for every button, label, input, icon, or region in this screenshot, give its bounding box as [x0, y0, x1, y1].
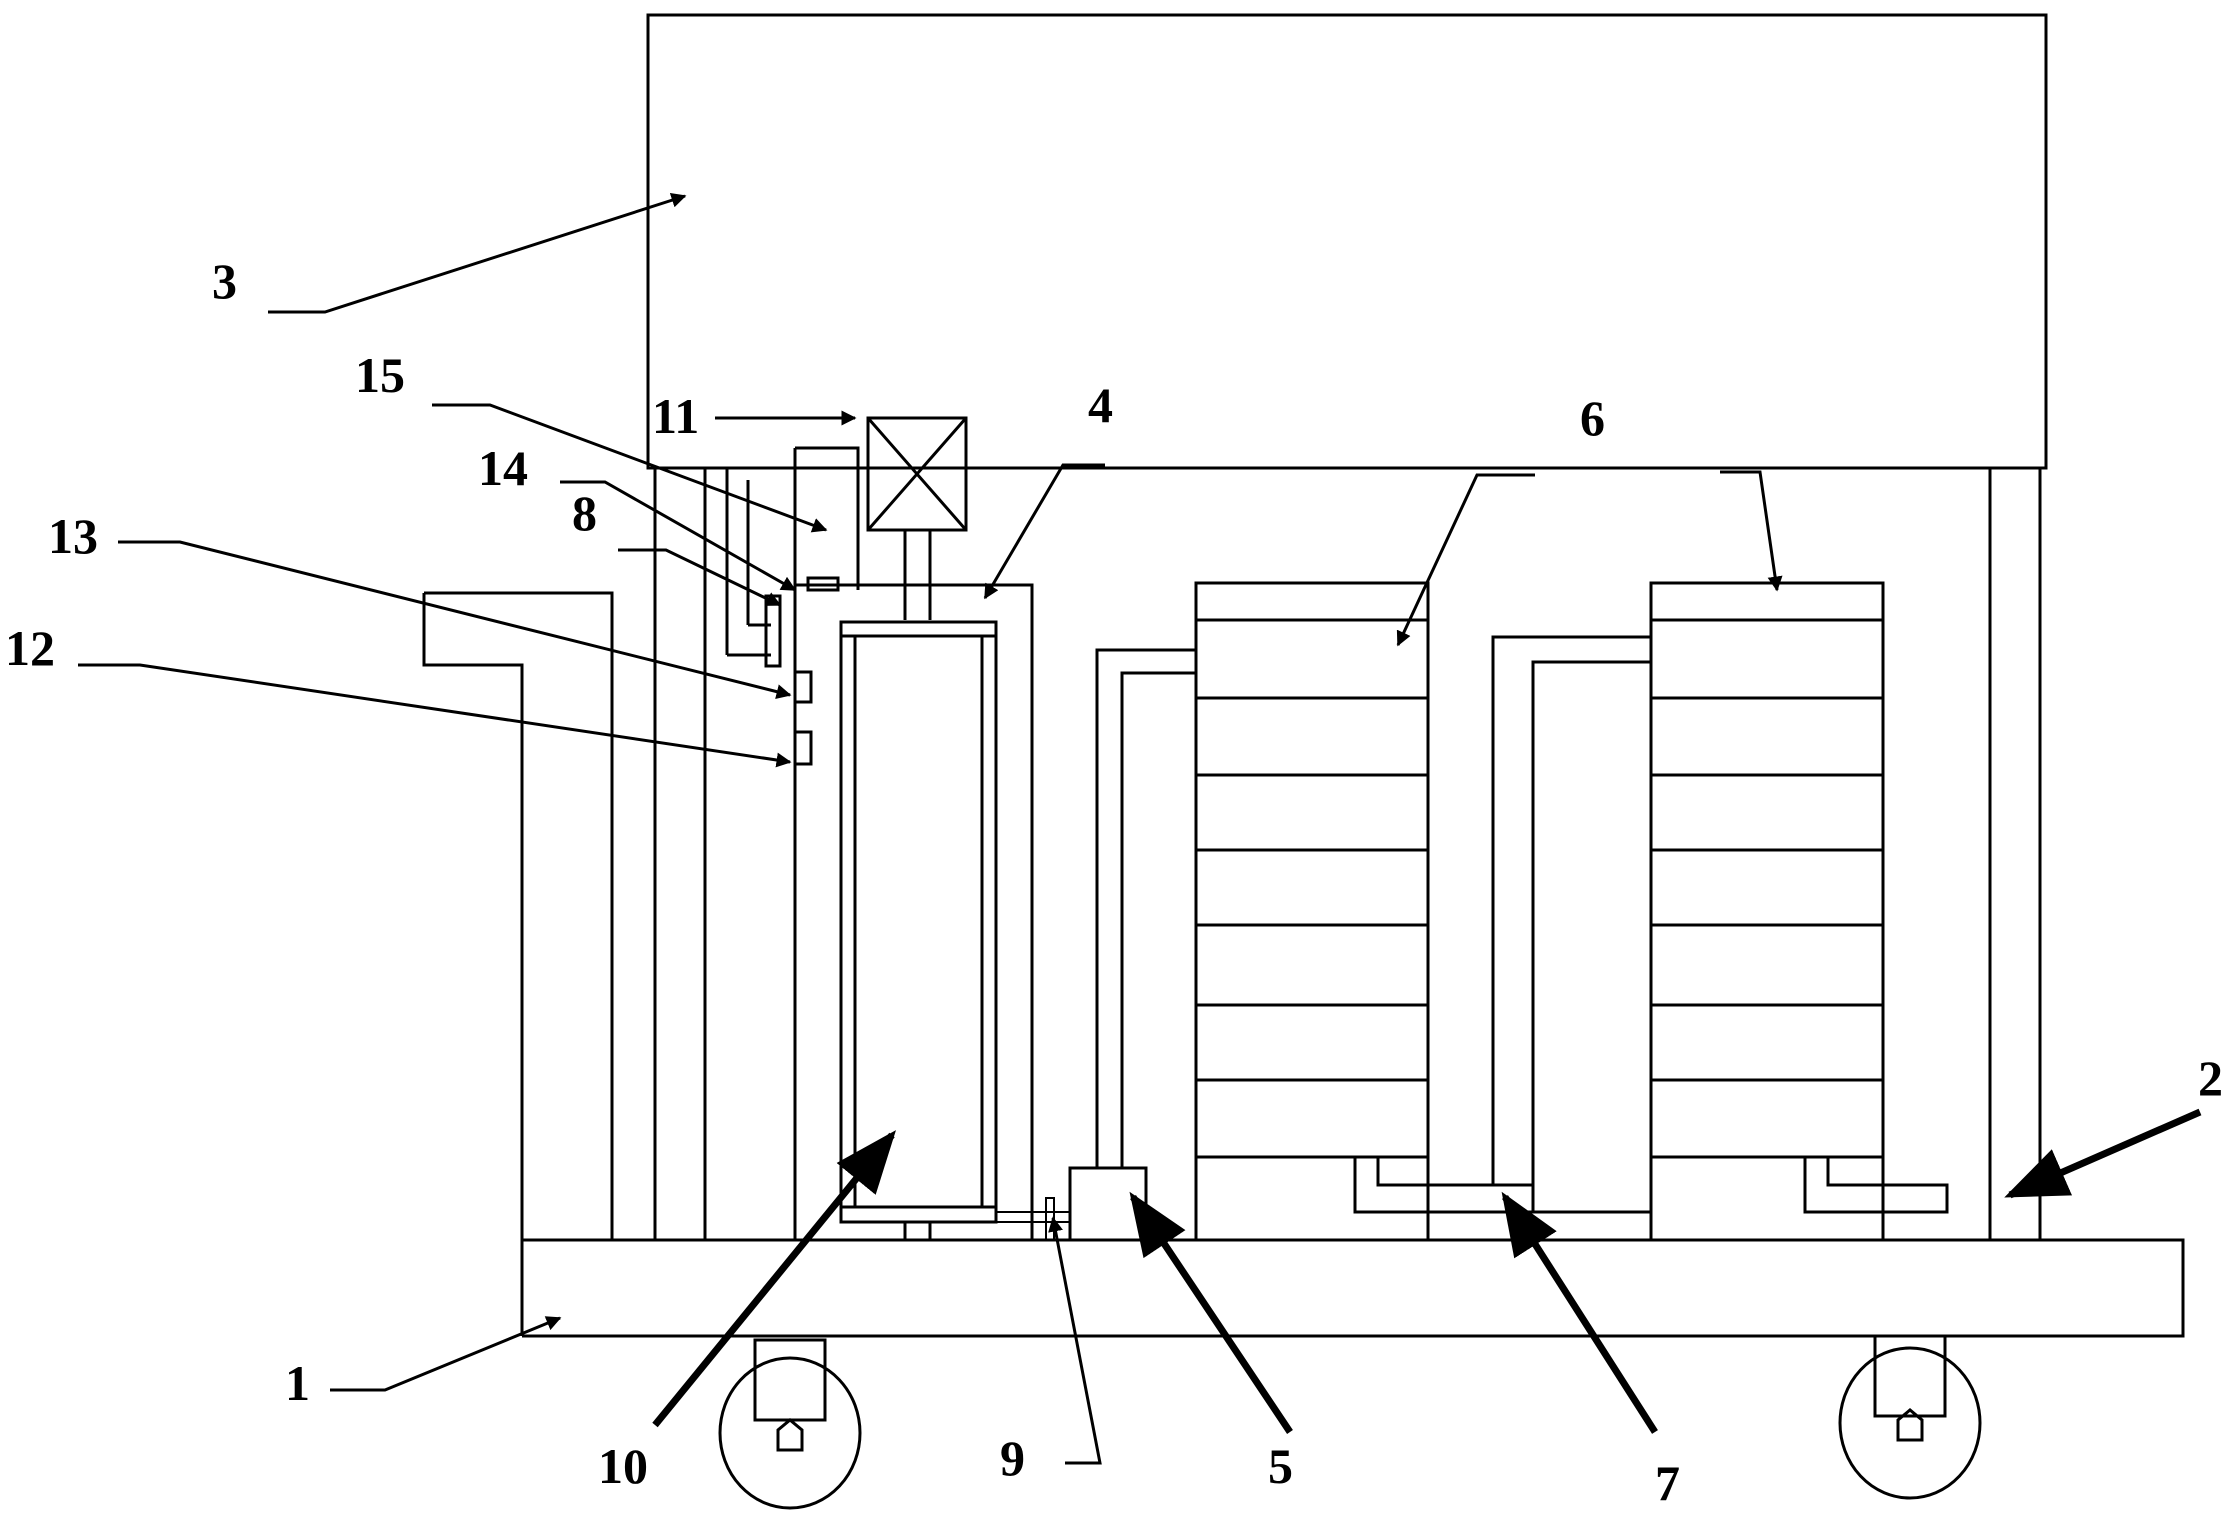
label-8: 8 — [572, 485, 597, 541]
label-3: 3 — [212, 253, 237, 309]
label-2: 2 — [2198, 1050, 2223, 1106]
frame-left-lines — [653, 446, 1110, 1240]
label-6: 6 — [1580, 390, 1605, 446]
reference-labels: 3 15 11 14 8 13 12 4 6 2 1 10 9 5 7 — [5, 253, 2223, 1511]
label-14: 14 — [478, 440, 528, 496]
top-housing — [646, 13, 2048, 470]
label-9: 9 — [1000, 1430, 1025, 1486]
battery-stack-2 — [1649, 581, 1949, 1242]
left-bracket — [422, 591, 614, 1240]
label-10: 10 — [598, 1438, 648, 1494]
right-wheel — [1838, 1334, 1982, 1500]
component-12 — [793, 730, 813, 766]
component-13 — [793, 670, 813, 704]
small-components — [764, 576, 840, 766]
bold-arrows — [652, 1108, 2202, 1434]
pump — [996, 1166, 1148, 1242]
label-1: 1 — [285, 1355, 310, 1411]
label-4: 4 — [1088, 377, 1113, 433]
label-11: 11 — [652, 388, 699, 444]
label-13: 13 — [48, 508, 98, 564]
left-wheel — [710, 1334, 890, 1510]
label-12: 12 — [5, 620, 55, 676]
label-5: 5 — [1268, 1438, 1293, 1494]
leader-lines — [78, 193, 1783, 1465]
frame-right — [1988, 466, 2042, 1240]
pipes-stack1 — [1095, 648, 1196, 1168]
label-15: 15 — [355, 347, 405, 403]
fan-unit — [866, 416, 968, 620]
label-7: 7 — [1655, 1455, 1680, 1511]
battery-stack-1 — [1194, 581, 1430, 1242]
cabinet — [795, 583, 1034, 1240]
